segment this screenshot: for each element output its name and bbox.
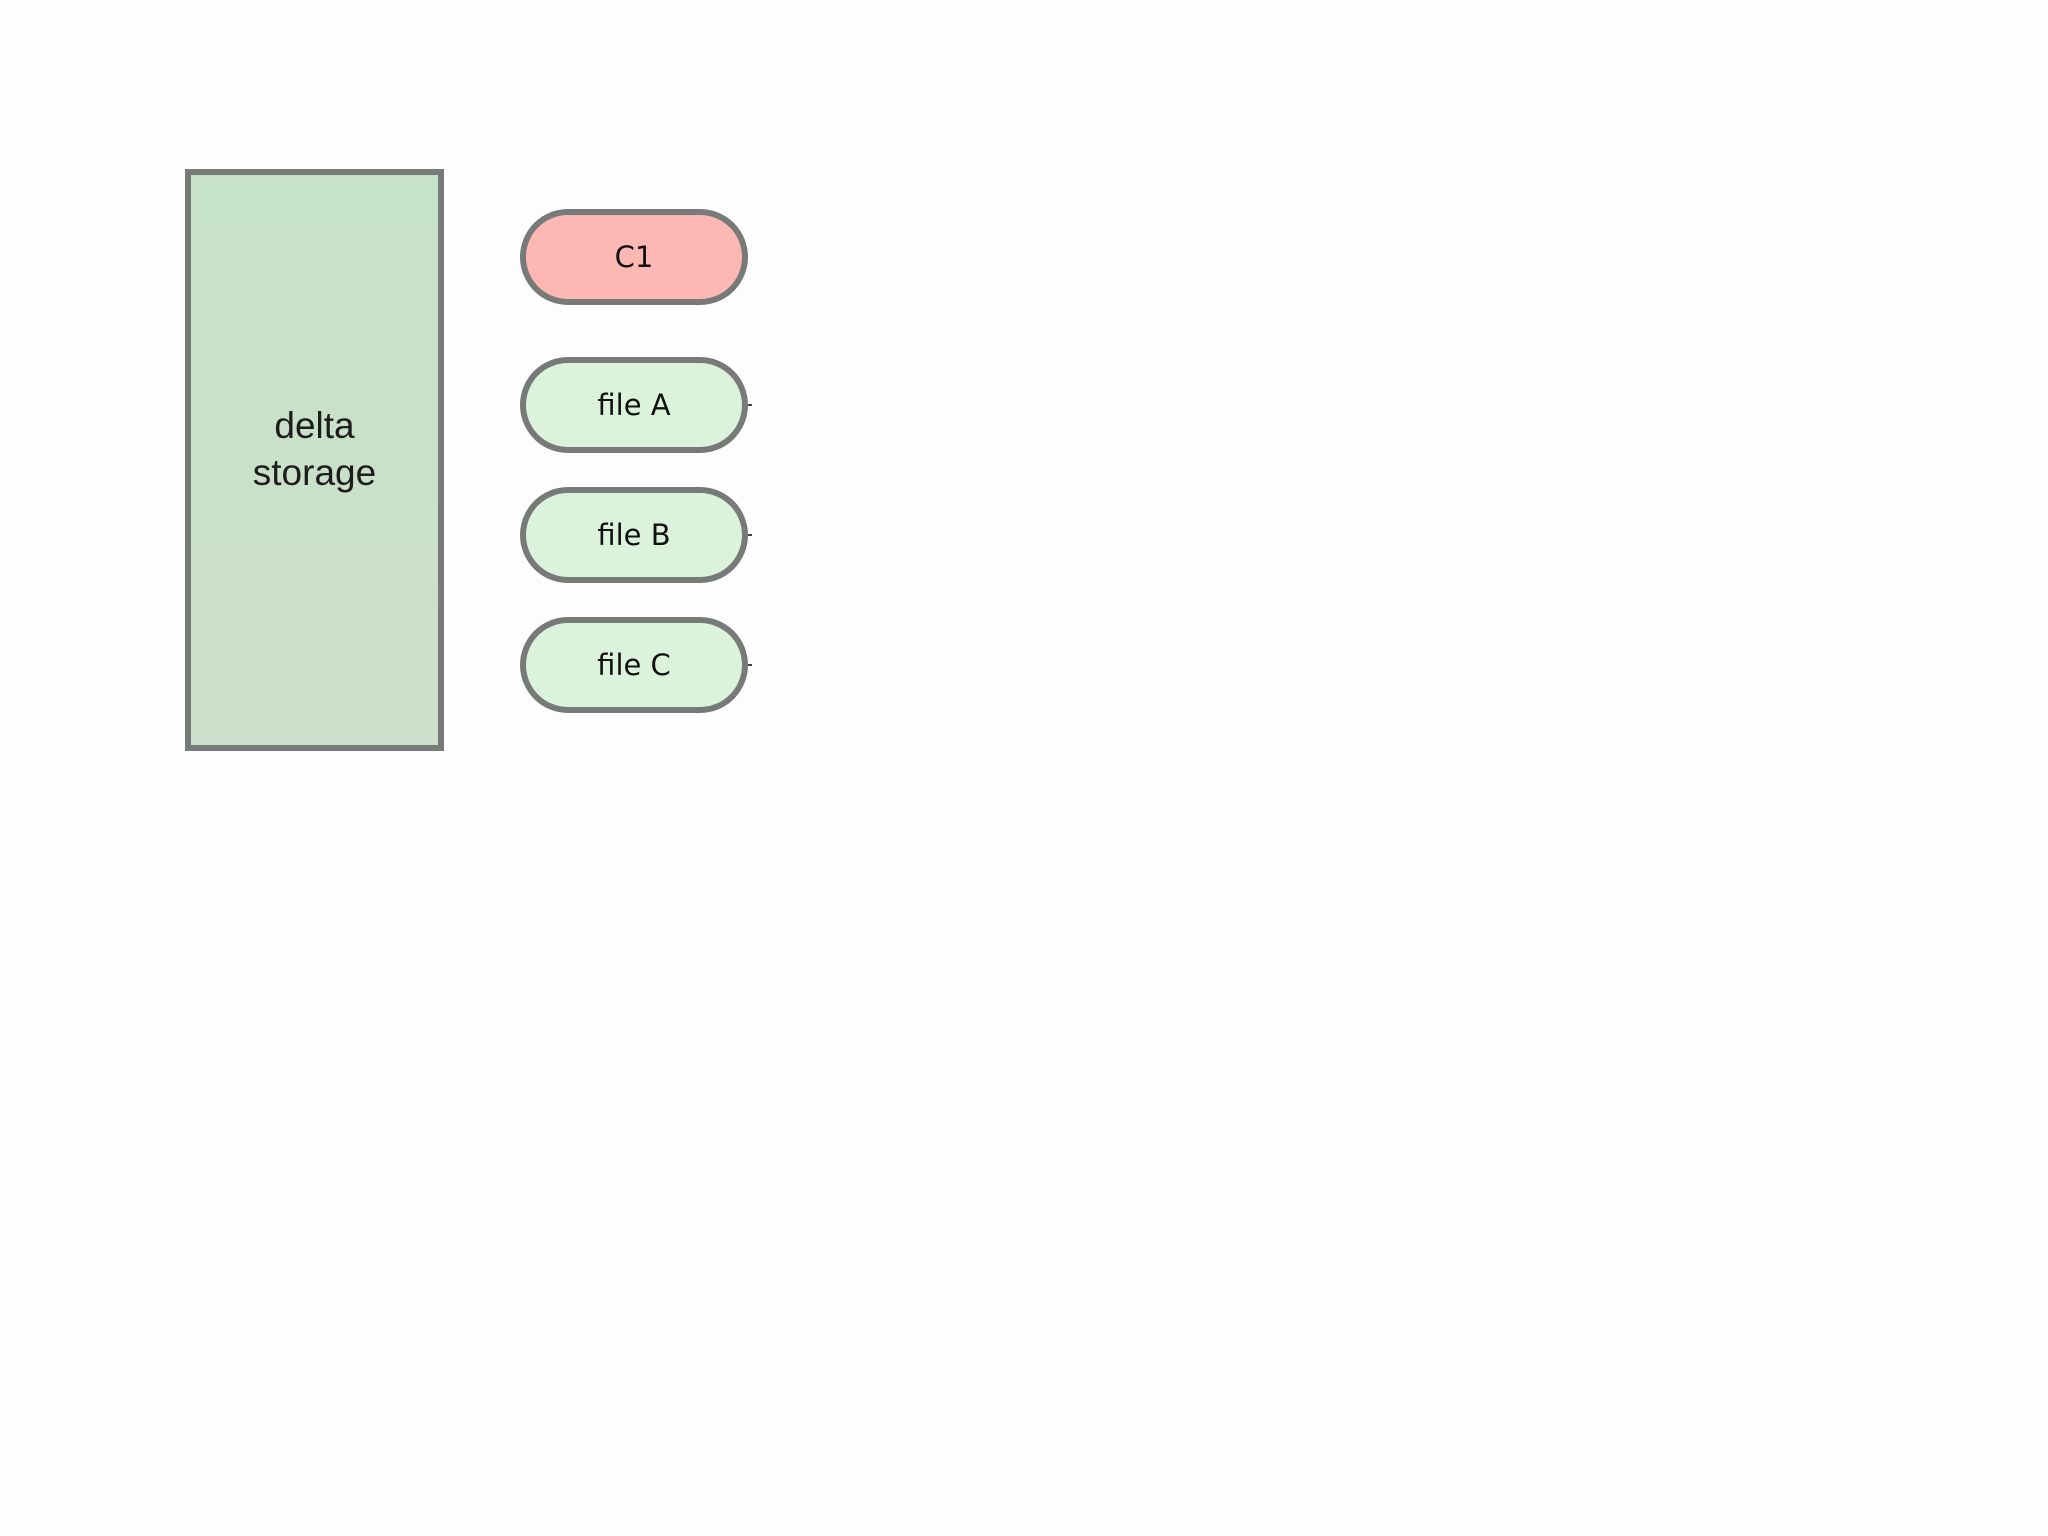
- delta-storage-label: delta storage: [253, 402, 376, 496]
- file-label: file B: [597, 518, 671, 552]
- file-label: file C: [597, 648, 671, 682]
- file-node-b: file B: [520, 487, 752, 583]
- delta-storage-label-line2: storage: [252, 452, 377, 493]
- connector-stub: [748, 534, 752, 536]
- delta-storage-box: delta storage: [185, 169, 444, 751]
- connector-stub: [748, 664, 752, 666]
- file-node-c: file C: [520, 617, 752, 713]
- commit-node-c1: C1: [520, 209, 748, 305]
- delta-storage-label-line1: delta: [274, 405, 355, 446]
- connector-stub: [748, 404, 752, 406]
- file-node-a: file A: [520, 357, 752, 453]
- commit-label: C1: [614, 240, 654, 274]
- file-label: file A: [597, 388, 671, 422]
